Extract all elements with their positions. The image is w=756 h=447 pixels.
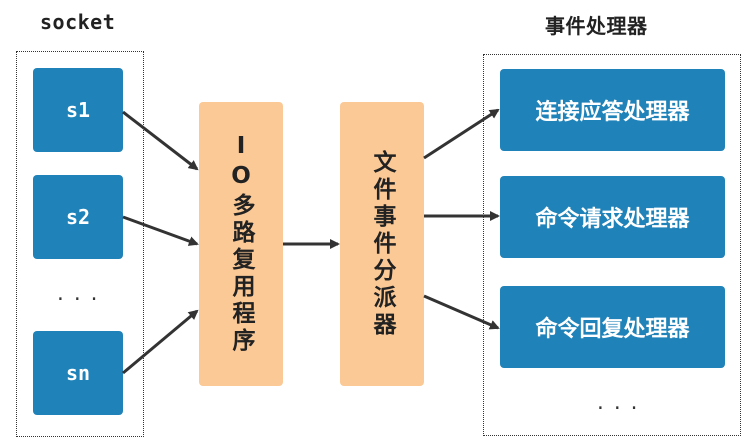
handler-group xyxy=(483,54,741,436)
handler-group-title: 事件处理器 xyxy=(545,14,648,38)
dispatcher-label: 文件事件分派器 xyxy=(369,149,395,339)
io-multiplexer-label: IO多路复用程序 xyxy=(228,133,254,355)
socket-sn: sn xyxy=(33,331,123,415)
arrow-dispatcher-to-reply xyxy=(423,294,500,330)
socket-group-title: socket xyxy=(40,10,116,34)
socket-s1: s1 xyxy=(33,68,123,152)
arrow-dispatcher-to-connect xyxy=(423,108,500,160)
socket-ellipsis: ... xyxy=(55,284,106,305)
dispatcher-box: 文件事件分派器 xyxy=(340,102,424,386)
arrow-s1-to-io xyxy=(122,110,199,171)
arrow-sn-to-io xyxy=(122,309,199,375)
arrow-s2-to-io xyxy=(122,215,199,246)
handler-connect-accept: 连接应答处理器 xyxy=(500,69,725,151)
socket-group xyxy=(16,51,144,437)
handler-command-request: 命令请求处理器 xyxy=(500,176,725,258)
handler-ellipsis: ... xyxy=(595,393,646,414)
socket-s2: s2 xyxy=(33,175,123,259)
io-multiplexer-box: IO多路复用程序 xyxy=(199,102,283,386)
handler-command-reply: 命令回复处理器 xyxy=(500,286,725,368)
